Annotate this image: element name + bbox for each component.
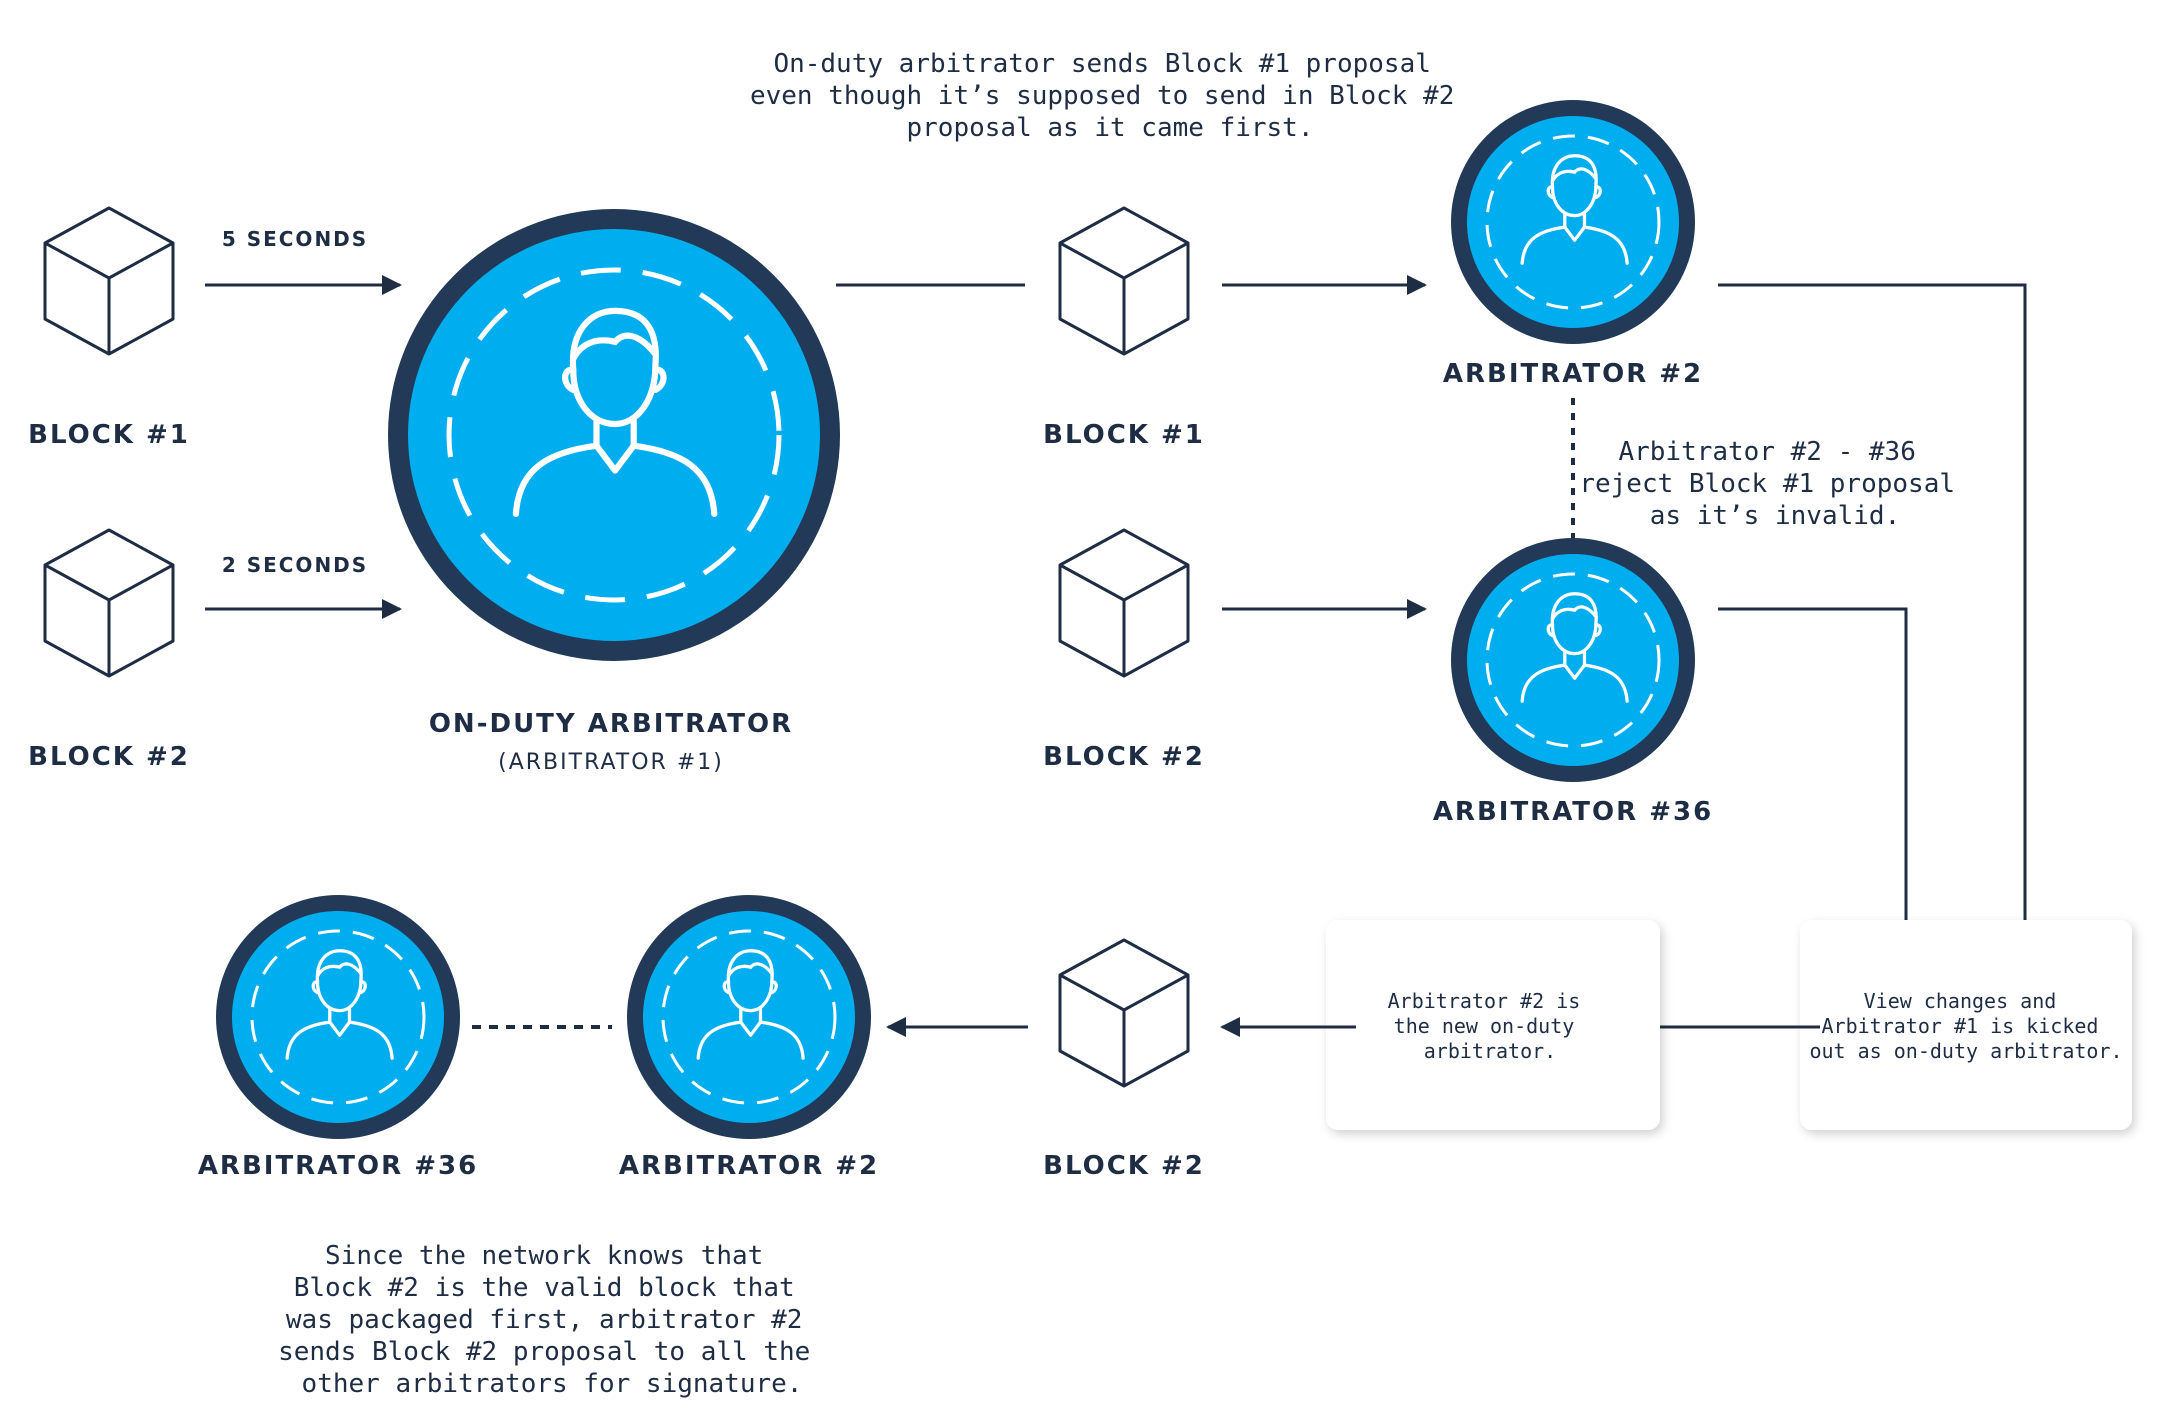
bottom-note-line: sends Block #2 proposal to all the [278,1337,810,1367]
cube-icon [43,206,175,356]
on-duty-title: ON-DUTY ARBITRATOR [429,709,793,739]
top-note-line: even though it’s supposed to send in Blo… [750,81,1454,111]
new-onduty-text: Arbitrator #2 is the new on-duty arbitra… [1388,989,1593,1063]
reject-note-line: reject Block #1 proposal [1579,469,1955,499]
bottom-note: Since the network knows that Block #2 is… [278,1241,826,1399]
reject-note-line: as it’s invalid. [1650,501,1900,531]
view-changes-text: View changes and Arbitrator #1 is kicked… [1809,989,2122,1063]
reject-note-line: Arbitrator #2 - #36 [1618,437,1915,467]
new-onduty-line: Arbitrator #2 is [1388,989,1581,1013]
reject-note: Arbitrator #2 - #36 reject Block #1 prop… [1579,437,1970,531]
bottom-note-line: Block #2 is the valid block that [294,1273,795,1303]
left-block-1: BLOCK #1 [28,206,190,450]
block-label: BLOCK #2 [1043,742,1205,772]
arbitrator-label: ARBITRATOR #2 [619,1151,879,1181]
arbitrator-36-bottom: ARBITRATOR #36 [198,895,478,1181]
on-duty-arbitrator: ON-DUTY ARBITRATOR (ARBITRATOR #1) [388,209,840,775]
view-changes-line: View changes and [1864,989,2057,1013]
block-label: BLOCK #1 [1043,420,1205,450]
bottom-note-line: was packaged first, arbitrator #2 [286,1305,803,1335]
arrow-block1-to-onduty: 5 SECONDS [205,227,402,295]
left-block-2: BLOCK #2 [28,528,190,772]
mid-block-2: BLOCK #2 [1043,528,1205,772]
mid-block-1: BLOCK #1 [1043,206,1205,450]
block-label: BLOCK #2 [28,742,190,772]
view-changes-line: out as on-duty arbitrator. [1809,1039,2122,1063]
arbitrator-2-bottom: ARBITRATOR #2 [619,895,879,1181]
cube-icon [1058,528,1190,678]
on-duty-subtitle: (ARBITRATOR #1) [498,750,724,775]
cube-icon [1058,938,1190,1088]
arbitrator-label: ARBITRATOR #36 [198,1151,478,1181]
new-onduty-line: the new on-duty [1394,1014,1575,1038]
arbitrator-36-mid: ARBITRATOR #36 [1433,538,1713,827]
timing-label: 5 SECONDS [222,227,368,251]
view-changes-line: Arbitrator #1 is kicked [1822,1014,2099,1038]
arbitrator-label: ARBITRATOR #2 [1443,359,1703,389]
top-note-line: proposal as it came first. [907,113,1314,143]
arbitrator-2-top: ARBITRATOR #2 [1443,100,1703,389]
block-label: BLOCK #2 [1043,1151,1205,1181]
top-note-line: On-duty arbitrator sends Block #1 propos… [773,49,1430,79]
cube-icon [1058,206,1190,356]
top-note: On-duty arbitrator sends Block #1 propos… [750,49,1470,143]
arrow-block2-to-onduty: 2 SECONDS [205,553,402,619]
bottom-note-line: Since the network knows that [325,1241,763,1271]
box-new-onduty: Arbitrator #2 is the new on-duty arbitra… [1326,920,1660,1130]
new-onduty-line: arbitrator. [1424,1039,1556,1063]
connector-arb36-to-view-changes [1718,607,1916,970]
bottom-block-2: BLOCK #2 [1043,938,1205,1181]
timing-label: 2 SECONDS [222,553,368,577]
box-view-changes: View changes and Arbitrator #1 is kicked… [1800,920,2132,1130]
cube-icon [43,528,175,678]
connector-arb2-to-view-changes [1718,283,2035,970]
block-label: BLOCK #1 [28,420,190,450]
arbitrator-label: ARBITRATOR #36 [1433,797,1713,827]
bottom-note-line: other arbitrators for signature. [302,1369,803,1399]
